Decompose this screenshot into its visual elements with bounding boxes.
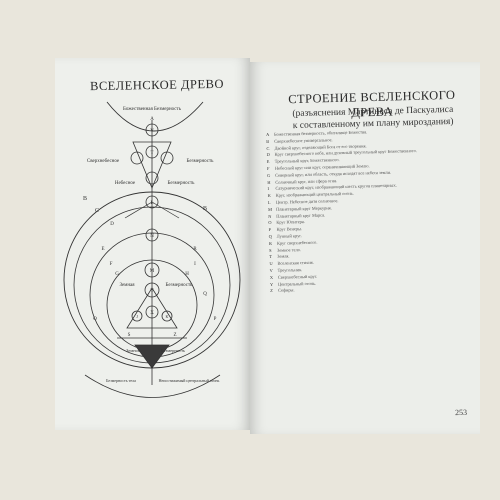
letter-M: M <box>150 269 155 274</box>
letter-F: F <box>110 262 113 267</box>
legend-letter: L <box>267 199 271 205</box>
node-circle-2 <box>145 145 159 159</box>
legend-letter: S <box>269 247 272 253</box>
legend-letter: M <box>267 206 272 212</box>
letter-Q: Q <box>203 292 207 297</box>
legend-letter: B <box>266 138 270 144</box>
legend-letter: N <box>268 213 272 219</box>
legend-letter: G <box>267 172 271 178</box>
legend-letter: D <box>266 152 270 158</box>
letter-K: K <box>166 314 169 319</box>
legend-letter: P <box>268 227 272 233</box>
label-base-right: Непостижимый центральный огонь <box>159 378 220 383</box>
branch-left <box>124 201 153 219</box>
letter-T: T <box>150 151 153 156</box>
node-circle-10 <box>161 310 173 322</box>
legend-letter: V <box>269 267 273 273</box>
letter-Y: Y <box>150 289 154 294</box>
branch-right <box>151 201 180 219</box>
legend-letter: E <box>266 159 270 165</box>
node-circle-top <box>145 123 159 137</box>
letter-E: E <box>101 247 104 252</box>
node-circle-7 <box>144 282 160 298</box>
page-number: 253 <box>454 407 468 418</box>
letter-S: S <box>128 333 131 338</box>
right-page <box>250 62 480 434</box>
triangle-middle <box>126 287 178 329</box>
triangle-upper <box>132 141 172 190</box>
letter-A: А <box>150 117 154 122</box>
letter-O: O <box>93 317 97 322</box>
legend-letter: K <box>267 193 271 199</box>
label-earth-left: Земная <box>119 283 135 288</box>
universal-tree-diagram: Божественная Безмерность Сверхнебесное Б… <box>63 101 241 398</box>
letter-L: L <box>150 201 153 206</box>
node-circle-8 <box>145 305 159 319</box>
legend-letter: O <box>268 220 272 226</box>
label-heaven-left: Небесное <box>115 181 136 186</box>
legend-letter: A <box>266 131 270 137</box>
label-middle-right: Безмерность <box>187 159 215 164</box>
letter-Z: Z <box>173 333 176 338</box>
node-circle-6 <box>144 262 160 278</box>
letter-C: С <box>95 208 99 214</box>
top-arc <box>106 101 204 132</box>
legend-letter: T <box>269 254 273 260</box>
letter-G: G <box>115 272 119 277</box>
label-top: Божественная Безмерность <box>123 107 182 112</box>
label-earth-right: Безмерность <box>166 283 194 288</box>
letter-D: D <box>110 222 114 227</box>
legend-letter: U <box>269 261 273 267</box>
legend-letter: Y <box>269 281 274 287</box>
node-circle-4 <box>145 195 159 209</box>
node-circle-3 <box>145 171 159 185</box>
label-base-left: Безмерность тела <box>106 378 136 383</box>
legend-letter: Z <box>270 288 273 294</box>
letter-I: I <box>194 262 196 267</box>
letter-P: P <box>214 317 217 322</box>
node-circle-5 <box>145 228 159 242</box>
letter-V: V <box>150 129 154 134</box>
letter-N: N <box>150 234 154 239</box>
letter-H: H <box>185 272 189 277</box>
letter-J: J <box>136 314 138 319</box>
legend-letter: F <box>266 165 270 171</box>
label-bottom-right: Безмерность <box>161 348 185 353</box>
letter-X: X <box>150 311 154 316</box>
label-heaven-right: Безмерность <box>168 181 196 186</box>
letter-B: В <box>83 196 87 202</box>
node-circle-9 <box>131 310 143 322</box>
triangle-lower <box>134 344 170 369</box>
legend-letter: Q <box>268 233 272 239</box>
legend-letter: I <box>267 186 270 192</box>
letter-R: R <box>193 247 197 252</box>
label-middle-left: Сверхнебесное <box>87 159 120 164</box>
legend-letter: R <box>268 240 272 246</box>
bottom-arc <box>84 374 221 398</box>
legend-letter: C <box>266 145 270 151</box>
label-bottom-left: Земное <box>126 348 140 353</box>
letter-B-right: В <box>203 206 207 212</box>
legend-letter: H <box>267 179 271 185</box>
legend-letter: X <box>269 274 274 280</box>
